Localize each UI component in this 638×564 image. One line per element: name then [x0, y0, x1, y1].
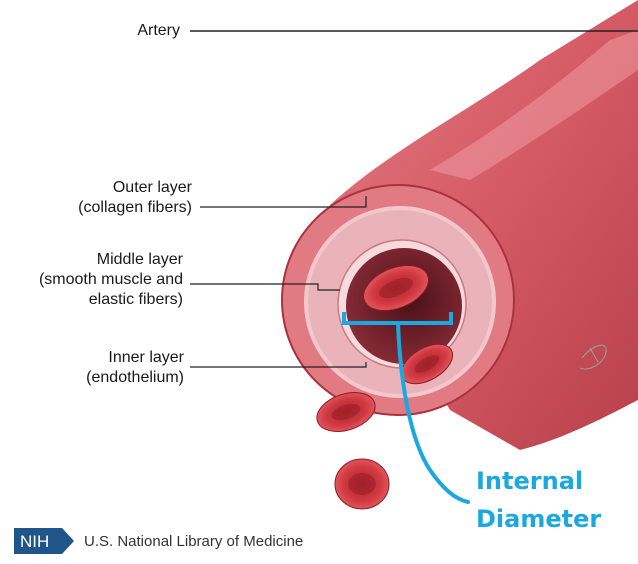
artery-label: Artery	[120, 21, 180, 41]
nih-logo: NIH	[14, 528, 76, 554]
nih-footer: NIH U.S. National Library of Medicine	[14, 526, 303, 556]
internal-diameter-line-2: Diameter	[476, 504, 601, 534]
outer-layer-label: Outer layer (collagen fibers)	[20, 178, 192, 218]
outer-layer-title: Outer layer	[20, 178, 192, 198]
middle-layer-leader-line	[190, 284, 340, 290]
nih-organization-name: U.S. National Library of Medicine	[84, 533, 303, 550]
blood-cell-center	[348, 473, 376, 495]
middle-layer-label: Middle layer (smooth muscle and elastic …	[0, 250, 183, 310]
middle-layer-title: Middle layer	[0, 250, 183, 270]
outer-layer-detail: (collagen fibers)	[20, 198, 192, 218]
inner-layer-label: Inner layer (endothelium)	[40, 348, 184, 388]
nih-logo-mark: NIH	[14, 528, 76, 554]
nih-logo-text: NIH	[20, 532, 49, 551]
middle-layer-detail-2: elastic fibers)	[0, 290, 183, 310]
internal-diameter-label: Internal Diameter	[476, 466, 601, 534]
inner-layer-detail: (endothelium)	[40, 368, 184, 388]
middle-layer-detail-1: (smooth muscle and	[0, 270, 183, 290]
inner-layer-title: Inner layer	[40, 348, 184, 368]
internal-diameter-line-1: Internal	[476, 466, 601, 496]
